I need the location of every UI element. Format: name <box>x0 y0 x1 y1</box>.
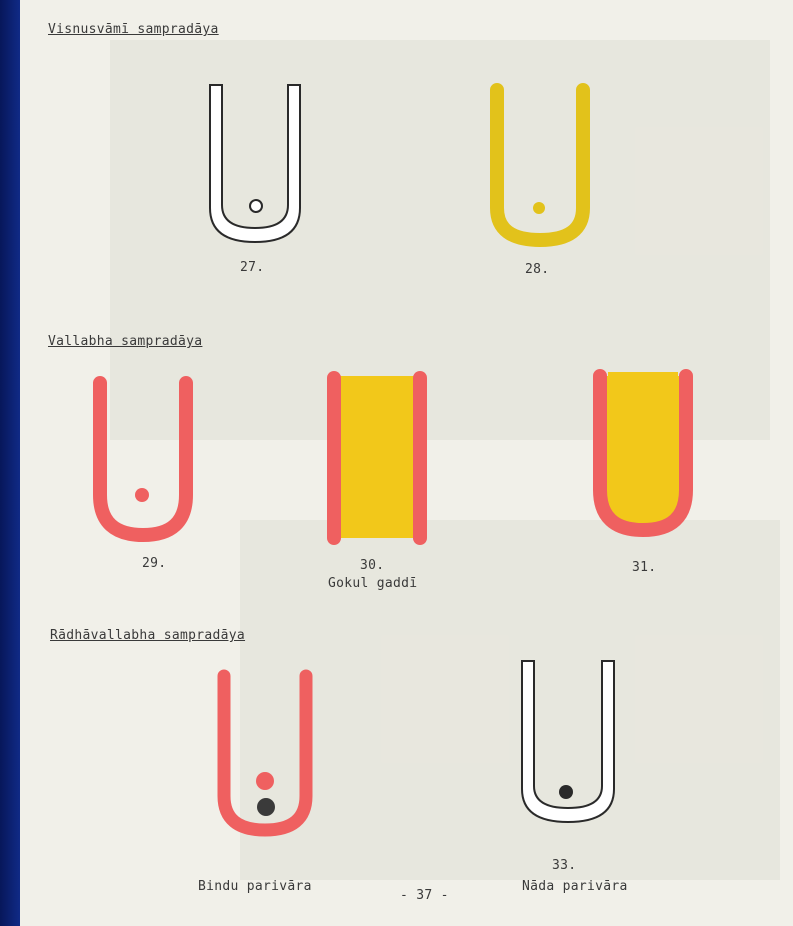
page-number: - 37 - <box>400 888 449 903</box>
tilak-bindu-dark-dot <box>257 798 275 816</box>
tilak-27-outline <box>210 85 300 242</box>
tilak-figure-27 <box>200 80 310 255</box>
tilak-29-shape <box>100 383 186 535</box>
figure-28-number: 28. <box>525 262 549 277</box>
figure-29-number: 29. <box>142 556 166 571</box>
tilak-figure-29 <box>88 375 198 550</box>
tilak-33-dot <box>559 785 573 799</box>
bindu-parivara-caption: Bindu parivāra <box>198 879 312 894</box>
scanned-page: Visnusvāmī sampradāya 27. 28. Vallabha s… <box>20 0 793 926</box>
section-heading-vallabha: Vallabha sampradāya <box>48 334 202 349</box>
tilak-bindu-parivara <box>210 668 320 843</box>
figure-30-number: 30. <box>360 558 384 573</box>
tilak-figure-28 <box>485 80 595 255</box>
nada-parivara-caption: Nāda parivāra <box>522 879 628 894</box>
figure-30-description: Gokul gaddī <box>328 576 417 591</box>
figure-27-number: 27. <box>240 260 264 275</box>
tilak-29-dot <box>135 488 149 502</box>
tilak-figure-30 <box>322 372 432 547</box>
figure-31-number: 31. <box>632 560 656 575</box>
tilak-28-dot <box>533 202 545 214</box>
tilak-30-fill <box>336 376 418 538</box>
tilak-31-inner-fill <box>608 372 678 482</box>
slide-border <box>0 0 20 926</box>
tilak-bindu-red-dot <box>256 772 274 790</box>
tilak-28-shape <box>497 90 583 240</box>
tilak-figure-31 <box>588 370 698 545</box>
tilak-27-dot <box>250 200 262 212</box>
figure-33-number: 33. <box>552 858 576 873</box>
section-heading-radhavallabha: Rādhāvallabha sampradāya <box>50 628 245 643</box>
tilak-figure-33 <box>510 656 630 836</box>
section-heading-visnusvami: Visnusvāmī sampradāya <box>48 22 219 37</box>
